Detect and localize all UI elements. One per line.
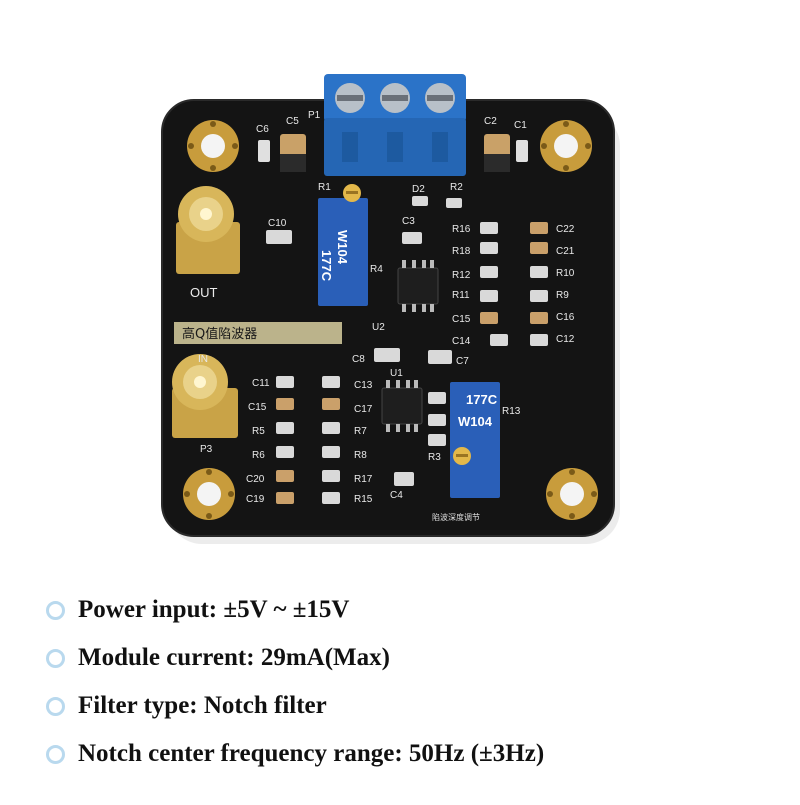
- screw-terminal-p1: [324, 74, 466, 176]
- smd-cluster-right: [480, 222, 548, 346]
- bullet-icon: [46, 745, 65, 764]
- spec-list: Power input: ±5V ~ ±15V Module current: …: [44, 590, 784, 782]
- smd-cluster-left: [276, 376, 340, 504]
- label-c4: C4: [390, 490, 403, 501]
- spec-text: Module current: 29mA(Max): [78, 644, 390, 671]
- ic-u1: [381, 380, 423, 432]
- spec-item-filter-type: Filter type: Notch filter: [44, 686, 784, 734]
- sma-connector-in: [172, 354, 238, 438]
- label-c11: C11: [252, 378, 270, 389]
- label-r9: R9: [556, 290, 569, 301]
- label-c17: C17: [354, 404, 373, 415]
- label-c10: C10: [268, 218, 287, 229]
- label-r6: R6: [252, 450, 265, 461]
- label-r2: R2: [450, 182, 463, 193]
- label-c22: C22: [556, 224, 575, 235]
- label-r15: R15: [354, 494, 373, 505]
- product-photo: P1 C5 C6 C2 C1 OUT IN P3 高Q值陷波器 W104 177…: [161, 74, 620, 544]
- label-c15: C15: [452, 314, 471, 325]
- label-r7: R7: [354, 426, 367, 437]
- label-c6: C6: [256, 124, 269, 135]
- label-c19: C19: [246, 494, 265, 505]
- sma-connector-out: [176, 186, 240, 274]
- label-c5: C5: [286, 116, 299, 127]
- board-title-cn: 高Q值陷波器: [182, 326, 257, 342]
- pot-bottom-code-a: W104: [458, 414, 493, 429]
- label-in: IN: [198, 354, 208, 365]
- pot-bottom-code-b: 177C: [466, 392, 498, 407]
- pcb-board: [162, 100, 614, 536]
- label-r12: R12: [452, 270, 471, 281]
- label-c1: C1: [514, 120, 527, 131]
- label-r16: R16: [452, 224, 471, 235]
- label-depth-adjust-cn: 陷波深度调节: [432, 512, 480, 522]
- spec-item-current: Module current: 29mA(Max): [44, 638, 784, 686]
- pot-top-code-a: W104: [335, 230, 350, 265]
- mounting-hole-top-right: [540, 120, 592, 172]
- bullet-icon: [46, 601, 65, 620]
- label-c12: C12: [556, 334, 575, 345]
- bullet-icon: [46, 697, 65, 716]
- label-r18: R18: [452, 246, 471, 257]
- label-r1: R1: [318, 182, 331, 193]
- label-r5: R5: [252, 426, 265, 437]
- label-c3: C3: [402, 216, 415, 227]
- label-r4: R4: [370, 264, 383, 275]
- label-r17: R17: [354, 474, 373, 485]
- mounting-hole-bottom-left: [183, 468, 235, 520]
- spec-text: Power input: ±5V ~ ±15V: [78, 596, 350, 623]
- label-u1: U1: [390, 368, 403, 379]
- mounting-hole-top-left: [187, 120, 239, 172]
- label-c14: C14: [452, 336, 471, 347]
- label-c7: C7: [456, 356, 469, 367]
- label-r3: R3: [428, 452, 441, 463]
- label-u2: U2: [372, 322, 385, 333]
- label-c15b: C15: [248, 402, 267, 413]
- spec-text: Filter type: Notch filter: [78, 692, 327, 719]
- spec-text: Notch center frequency range: 50Hz (±3Hz…: [78, 740, 545, 767]
- label-r8: R8: [354, 450, 367, 461]
- label-r13: R13: [502, 406, 521, 417]
- pot-top-code-b: 177C: [319, 250, 334, 282]
- label-c16: C16: [556, 312, 575, 323]
- label-r11: R11: [452, 290, 470, 301]
- label-p3: P3: [200, 444, 213, 455]
- label-c2: C2: [484, 116, 497, 127]
- mounting-hole-bottom-right: [546, 468, 598, 520]
- label-d2: D2: [412, 184, 425, 195]
- label-c8: C8: [352, 354, 365, 365]
- label-r10: R10: [556, 268, 575, 279]
- label-c21: C21: [556, 246, 575, 257]
- label-out: OUT: [190, 285, 218, 300]
- bullet-icon: [46, 649, 65, 668]
- label-c13: C13: [354, 380, 373, 391]
- spec-item-notch-frequency: Notch center frequency range: 50Hz (±3Hz…: [44, 734, 784, 782]
- ic-u2: [397, 260, 439, 312]
- potentiometer-bottom: W104 177C: [450, 382, 500, 498]
- potentiometer-top: W104 177C: [318, 184, 368, 306]
- label-c20: C20: [246, 474, 265, 485]
- spec-item-power: Power input: ±5V ~ ±15V: [44, 590, 784, 638]
- label-p1: P1: [308, 110, 321, 121]
